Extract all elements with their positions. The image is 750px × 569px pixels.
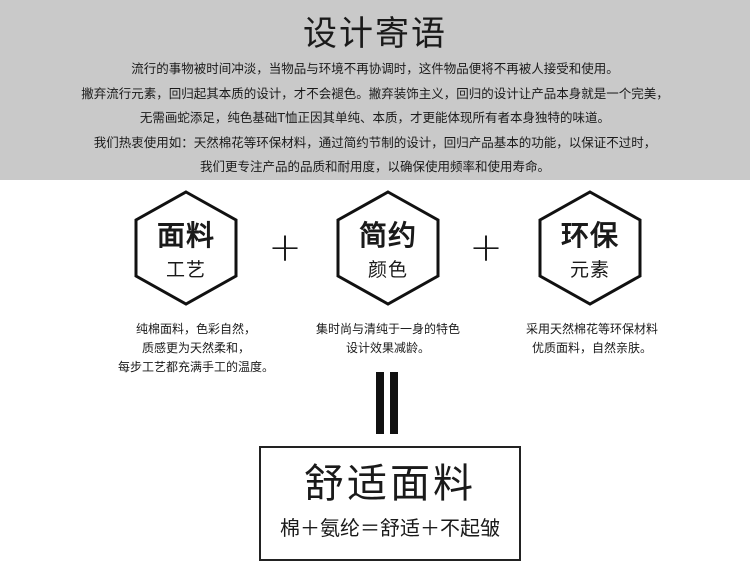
equals-bar [390, 372, 398, 434]
description-line: 纯棉面料，色彩自然， [135, 322, 256, 336]
result-box: 舒适面料 棉＋氨纶＝舒适＋不起皱 [259, 446, 521, 561]
feature-title: 简约 [358, 219, 417, 252]
result-formula: 棉＋氨纶＝舒适＋不起皱 [280, 516, 500, 540]
feature-subtitle: 工艺 [165, 259, 206, 281]
design-message-banner: 设计寄语 流行的事物被时间冲淡，当物品与环境不再协调时，这件物品便将不再被人接受… [0, 0, 750, 180]
plus-sign: + [268, 225, 302, 271]
banner-line: 我们更专注产品的品质和耐用度，以确保使用频率和使用寿命。 [199, 159, 550, 174]
hexagon-outline-icon [134, 190, 238, 306]
hexagon-fabric: 面料 工艺 [126, 188, 246, 308]
feature-title: 面料 [156, 219, 215, 252]
feature-subtitle: 颜色 [367, 259, 408, 281]
description-line: 设计效果减龄。 [345, 341, 430, 355]
feature-title: 环保 [560, 219, 619, 252]
feature-description-fabric: 纯棉面料，色彩自然， 质感更为天然柔和， 每步工艺都充满手工的温度。 [86, 320, 306, 377]
description-line: 采用天然棉花等环保材料 [525, 322, 658, 336]
banner-line: 我们热衷使用如：天然棉花等环保材料，通过简约节制的设计，回归产品基本的功能，以保… [93, 134, 657, 150]
result-title: 舒适面料 [304, 461, 476, 507]
description-line: 每步工艺都充满手工的温度。 [117, 360, 274, 374]
hexagon-outline-icon [336, 190, 440, 306]
plus-sign: + [469, 225, 503, 271]
banner-text: 流行的事物被时间冲淡，当物品与环境不再协调时，这件物品便将不再被人接受和使用。 … [10, 57, 740, 180]
hexagon-eco: 环保 元素 [530, 188, 650, 308]
banner-line: 无需画蛇添足，纯色基础T恤正因其单纯、本质，才更能体现所有者本身独特的味道。 [139, 110, 611, 125]
feature-description-eco: 采用天然棉花等环保材料 优质面料，自然亲肤。 [482, 320, 702, 358]
equals-bar [376, 372, 384, 434]
hexagon-outline-icon [538, 190, 642, 306]
feature-description-simple: 集时尚与清纯于一身的特色 设计效果减龄。 [278, 320, 498, 358]
banner-line: 流行的事物被时间冲淡，当物品与环境不再协调时，这件物品便将不再被人接受和使用。 [131, 61, 619, 76]
description-line: 集时尚与清纯于一身的特色 [315, 322, 460, 336]
banner-title: 设计寄语 [303, 14, 447, 54]
description-line: 质感更为天然柔和， [141, 341, 250, 355]
description-line: 优质面料，自然亲肤。 [531, 341, 652, 355]
hexagon-simple: 简约 颜色 [328, 188, 448, 308]
banner-line: 撇弃流行元素，回归起其本质的设计，才不会褪色。撇弃装饰主义，回归的设计让产品本身… [81, 85, 669, 101]
feature-subtitle: 元素 [569, 259, 610, 281]
equals-sign-icon [376, 372, 400, 434]
